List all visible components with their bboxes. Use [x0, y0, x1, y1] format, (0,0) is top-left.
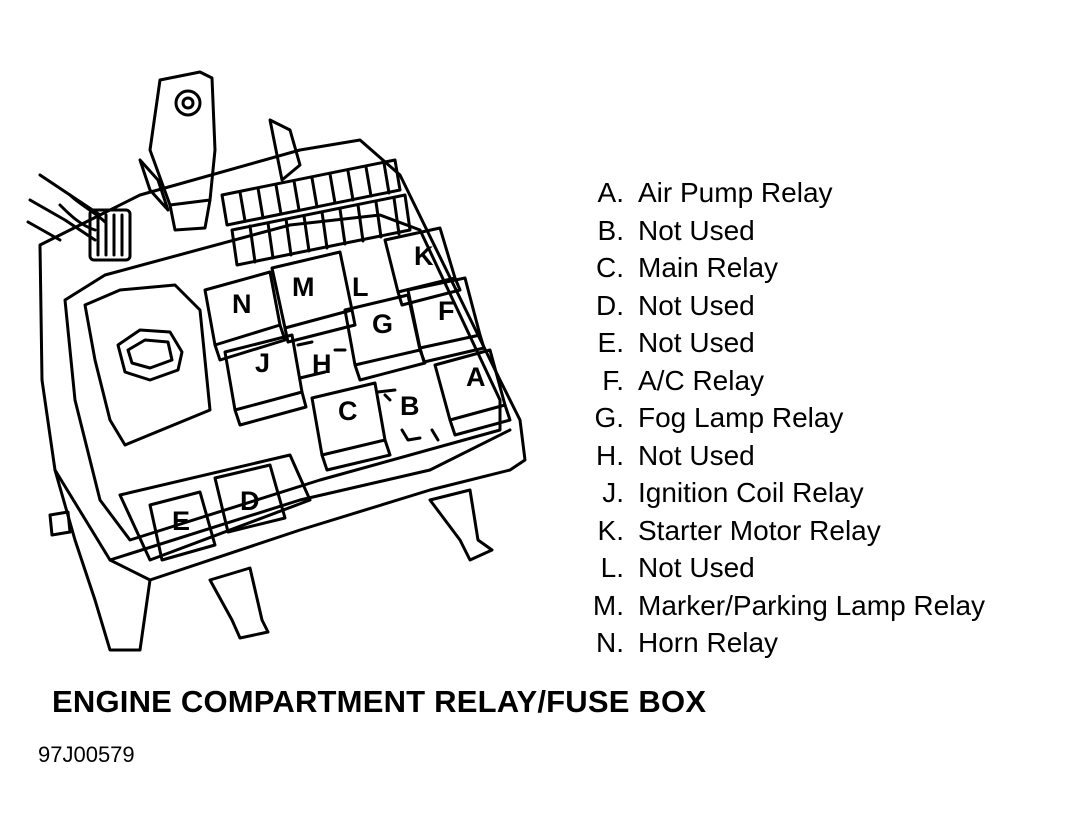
relay-m: M [270, 250, 357, 344]
connector-socket [116, 328, 184, 382]
relay-label-h: H [312, 349, 332, 379]
legend-name: Horn Relay [638, 627, 779, 658]
legend-item: G. Fog Lamp Relay [572, 399, 985, 437]
relay-label-l: L [352, 272, 369, 302]
box-housing [38, 138, 527, 652]
legend-name: A/C Relay [638, 364, 765, 396]
legend-name: Not Used [638, 327, 755, 358]
legend-letter: C. [596, 252, 624, 283]
legend-letter: F. [602, 364, 624, 396]
fuse-row-bottom [230, 193, 412, 267]
legend-letter: A. [597, 177, 624, 208]
relay-label-f: F [438, 296, 455, 326]
legend-letter: N. [596, 627, 624, 658]
legend-letter: L. [600, 552, 624, 583]
legend-item: M. Marker/Parking Lamp Relay [572, 587, 985, 625]
relay-label-a: A [466, 362, 486, 392]
legend-letter: M. [592, 589, 624, 621]
inner-deck [63, 213, 502, 542]
mount-foot-right [428, 488, 494, 562]
relay-label-m: M [292, 272, 315, 302]
legend-letter: B. [597, 214, 624, 246]
relay-label-j: J [255, 348, 270, 378]
legend-name: Air Pump Relay [638, 177, 833, 208]
lower-panel [118, 453, 312, 562]
relay-label-e: E [172, 506, 190, 536]
legend-letter: H. [596, 439, 624, 471]
legend-name: Main Relay [638, 252, 779, 283]
fuse-row-top [220, 158, 402, 227]
socket-h [296, 340, 347, 380]
legend-item: K. Starter Motor Relay [572, 512, 985, 550]
relay-n: N [203, 270, 287, 362]
relay-label-n: N [232, 289, 252, 319]
legend-item: F. A/C Relay [572, 362, 985, 400]
main-connector [83, 283, 212, 447]
legend-letter: E. [597, 327, 624, 358]
harness-connector [88, 208, 132, 262]
figure-id: 97J00579 [38, 742, 135, 767]
side-clip [138, 158, 170, 212]
bolt-icon [174, 89, 202, 117]
legend-name: Not Used [638, 439, 755, 471]
legend-name: Not Used [638, 552, 755, 583]
relay-d: D [213, 463, 287, 534]
mounting-bracket [148, 70, 217, 207]
legend-name: Starter Motor Relay [638, 514, 881, 546]
relay-f: F [406, 276, 486, 364]
socket-b [376, 388, 440, 442]
legend-letter: J. [602, 477, 624, 508]
relay-label-b: B [400, 391, 420, 421]
box-side-wall [108, 428, 512, 562]
legend-item: L. Not Used [572, 549, 985, 587]
legend-letter: K. [597, 514, 624, 546]
figure-caption: ENGINE COMPARTMENT RELAY/FUSE BOX [52, 684, 707, 719]
relay-label-g: G [372, 309, 393, 339]
relay-k: K [383, 226, 462, 307]
legend-item: A. Air Pump Relay [572, 174, 985, 212]
relay-a: A [433, 348, 512, 437]
legend-item: B. Not Used [572, 212, 985, 250]
relay-label-k: K [414, 241, 434, 271]
legend-item: D. Not Used [572, 287, 985, 325]
mount-foot-left [208, 566, 270, 640]
legend-name: Marker/Parking Lamp Relay [638, 589, 986, 621]
legend-name: Not Used [638, 214, 755, 246]
legend-name: Fog Lamp Relay [638, 402, 844, 433]
relay-label-c: C [338, 396, 358, 426]
legend-item: N. Horn Relay [572, 624, 985, 662]
top-clip [268, 118, 302, 182]
relay-e: E [148, 490, 217, 562]
legend-item: H. Not Used [572, 437, 985, 475]
relay-c: C [310, 381, 392, 472]
relay-j: J [223, 333, 308, 427]
relay-fuse-box-diagram: N M L K J H G F C B [26, 70, 527, 652]
legend-name: Ignition Coil Relay [638, 477, 864, 508]
legend-item: C. Main Relay [572, 249, 985, 287]
legend-item: J. Ignition Coil Relay [572, 474, 985, 512]
relay-label-d: D [240, 486, 260, 516]
legend-letter: D. [596, 289, 624, 321]
legend-letter: G. [594, 402, 624, 433]
legend-name: Not Used [638, 289, 755, 321]
legend-item: E. Not Used [572, 324, 985, 362]
side-nipple [48, 510, 72, 537]
